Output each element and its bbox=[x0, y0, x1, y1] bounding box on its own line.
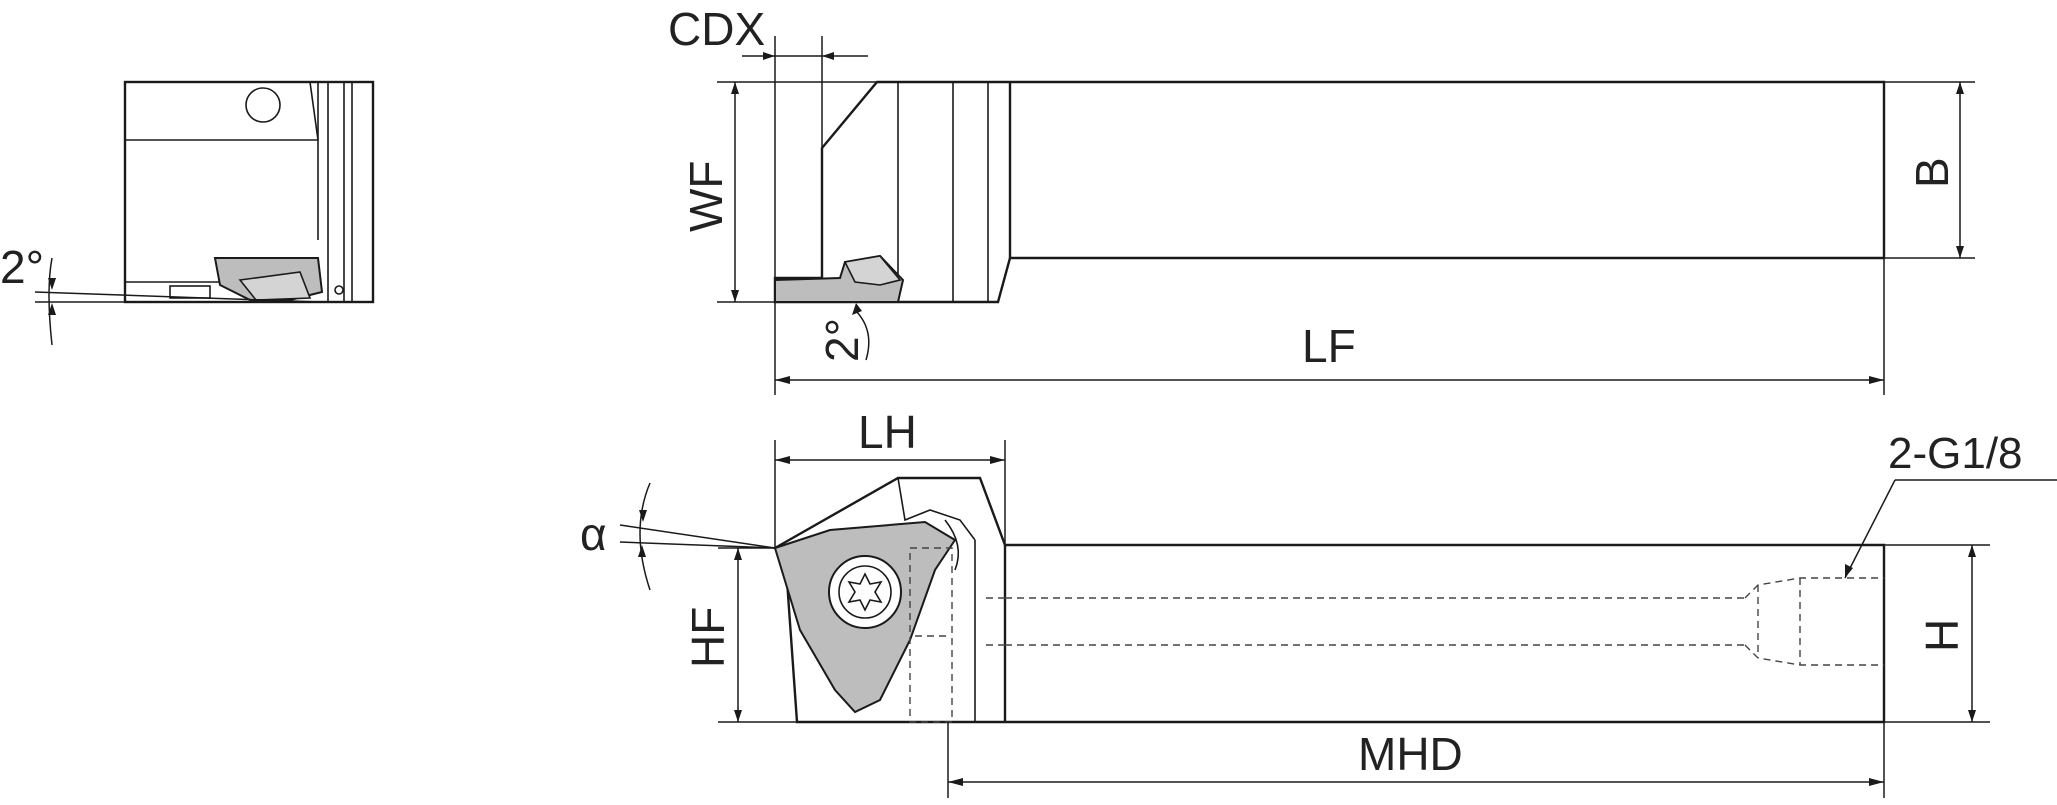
cdx-label: CDX bbox=[668, 3, 765, 55]
alpha-arc bbox=[639, 482, 651, 591]
alpha-label: α bbox=[580, 508, 607, 560]
lf-label: LF bbox=[1302, 320, 1356, 372]
end-view-angle-line-upper bbox=[34, 291, 321, 303]
end-view-chamfer bbox=[309, 81, 319, 141]
hf-label: HF bbox=[682, 607, 734, 668]
cdx-arrow-right bbox=[822, 52, 834, 60]
h-arrow-bottom bbox=[1968, 710, 1976, 722]
side-view-clamp bbox=[897, 477, 976, 541]
top-view: CDX WF B 2° LF bbox=[668, 3, 1975, 395]
torx-screw bbox=[838, 565, 892, 619]
lh-arrow-left bbox=[775, 456, 790, 464]
b-label: B bbox=[1906, 157, 1958, 188]
mhd-arrow-left bbox=[948, 778, 963, 786]
angle-label-top: 2° bbox=[816, 318, 868, 362]
cdx-arrow-left bbox=[763, 52, 775, 60]
alpha-arrow-2 bbox=[638, 545, 646, 557]
top-view-angle-arc bbox=[854, 309, 870, 361]
mhd-label: MHD bbox=[1358, 728, 1463, 780]
alpha-line-lower bbox=[619, 541, 776, 549]
hidden-port-bottom bbox=[1744, 644, 1884, 666]
port-leader-line bbox=[1844, 479, 1896, 579]
port-label: 2-G1/8 bbox=[1888, 429, 2023, 478]
end-view-angle-arrow-1 bbox=[48, 278, 56, 290]
end-view-small-hole bbox=[334, 285, 344, 295]
end-view-insert-face bbox=[238, 271, 312, 301]
wf-arrow-top bbox=[731, 82, 739, 94]
mhd-arrow-right bbox=[1869, 778, 1884, 786]
lh-label: LH bbox=[858, 406, 917, 458]
h-arrow-top bbox=[1968, 545, 1976, 557]
angle-label-side: 2° bbox=[0, 241, 44, 293]
side-view-clamp-curve bbox=[944, 519, 960, 571]
b-arrow-top bbox=[1956, 82, 1964, 94]
port-leader-arrow bbox=[1845, 564, 1853, 578]
lf-arrow-left bbox=[775, 376, 790, 384]
hidden-port-top bbox=[1744, 577, 1884, 599]
hf-arrow-top bbox=[734, 548, 742, 560]
top-view-body bbox=[773, 80, 1886, 304]
wf-arrow-bottom bbox=[731, 290, 739, 302]
b-arrow-bottom bbox=[1956, 246, 1964, 258]
alpha-arrow-1 bbox=[639, 510, 647, 522]
side-view: α LH HF H MHD 2-G1/8 bbox=[580, 406, 2057, 798]
top-view-insert-face bbox=[843, 255, 902, 286]
top-view-angle-arrow bbox=[852, 303, 862, 315]
lh-arrow-right bbox=[990, 456, 1005, 464]
hf-arrow-bottom bbox=[734, 710, 742, 722]
end-view-angle-arc bbox=[48, 257, 53, 346]
torx-icon bbox=[847, 572, 883, 612]
lf-arrow-right bbox=[1869, 376, 1884, 384]
end-view-angle-arrow-2 bbox=[48, 303, 56, 315]
end-view-screw-hole bbox=[245, 87, 281, 123]
alpha-line-upper bbox=[619, 524, 776, 549]
h-label: H bbox=[1916, 619, 1968, 652]
wf-label: WF bbox=[680, 160, 732, 232]
end-view: 2° bbox=[0, 80, 375, 346]
